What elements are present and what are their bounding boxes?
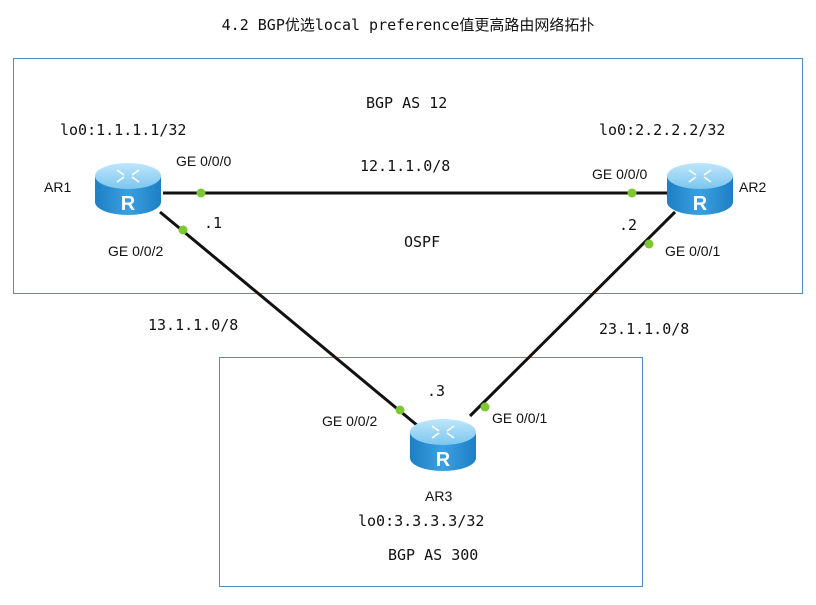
ar3-loopback: lo0:3.3.3.3/32 — [358, 512, 485, 530]
port-ar1-ge002 — [178, 225, 188, 235]
ar2-name: AR2 — [739, 179, 767, 195]
as12-label: BGP AS 12 — [366, 94, 448, 112]
port-ar2-ge001 — [644, 239, 654, 249]
router-icon-ar1: R — [95, 163, 161, 215]
router-icon-text: R — [121, 193, 136, 215]
router-icon-ar3: R — [410, 419, 476, 471]
port-ar3-ge002 — [395, 405, 405, 415]
router-icon-ar2: R — [667, 163, 733, 215]
ar1-if-ge002: GE 0/0/2 — [108, 243, 164, 259]
ar1-name: AR1 — [44, 179, 72, 195]
link-ar1-ar3 — [159, 210, 419, 428]
ar3-host-id: .3 — [427, 382, 446, 400]
network-13: 13.1.1.0/8 — [148, 316, 239, 334]
router-icon-text: R — [693, 193, 708, 215]
ar1-loopback: lo0:1.1.1.1/32 — [60, 121, 187, 139]
diagram-title: 4.2 BGP优选local preference值更高路由网络拓扑 — [221, 16, 595, 34]
ar3-if-ge001: GE 0/0/1 — [492, 410, 548, 426]
router-icon-text: R — [436, 449, 451, 471]
ar2-if-ge000: GE 0/0/0 — [592, 166, 648, 182]
network-12: 12.1.1.0/8 — [360, 157, 451, 175]
port-ar1-ge000 — [196, 188, 206, 198]
network-23: 23.1.1.0/8 — [599, 320, 690, 338]
as300-label: BGP AS 300 — [388, 546, 479, 564]
port-ar3-ge001 — [480, 402, 490, 412]
port-ar2-ge000 — [627, 188, 637, 198]
ar2-loopback: lo0:2.2.2.2/32 — [599, 121, 726, 139]
ar1-if-ge000: GE 0/0/0 — [176, 153, 232, 169]
ar2-if-ge001: GE 0/0/1 — [665, 243, 721, 259]
ar1-host-id: .1 — [204, 214, 223, 232]
ar3-name: AR3 — [425, 488, 453, 504]
link-ar2-ar3 — [468, 210, 677, 418]
ospf-label: OSPF — [404, 233, 441, 251]
as12-area — [13, 58, 803, 294]
as300-area — [219, 357, 643, 587]
ar2-host-id: .2 — [619, 216, 638, 234]
ar3-if-ge002: GE 0/0/2 — [322, 413, 378, 429]
